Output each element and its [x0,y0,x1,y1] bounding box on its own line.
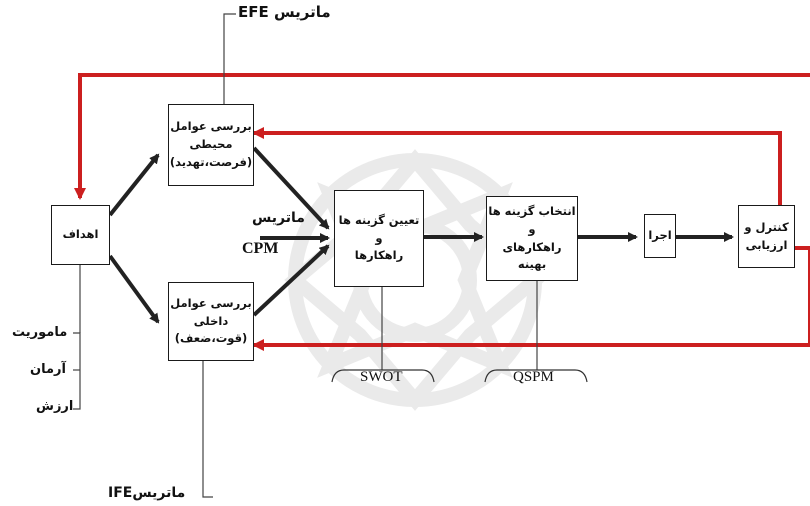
internal-line1: بررسی عوامل [170,295,252,310]
goals-label: اهداف [62,227,99,242]
feedback-loop-env [252,127,782,205]
select-options-box: انتخاب گزینه ها و راهکارهای بهینه [486,196,578,281]
env-line2: محیطی [189,137,233,152]
determine-options-box: تعیین گزینه ها و راهکارها [334,190,424,287]
select-line1: انتخاب گزینه ها [488,203,576,218]
control-line1: کنترل و [744,219,789,234]
determine-line2: و [375,230,383,245]
internal-factors-box: بررسی عوامل داخلی (قوت،ضعف) [168,282,254,361]
efe-matrix-label: ماتریس EFE [238,3,331,21]
control-line2: ارزیابی [745,237,788,252]
vision-label: آرمان [30,362,66,377]
execute-label: اجرا [648,228,672,243]
mission-label: ماموریت [12,325,68,340]
flow-arrows [108,146,734,324]
qspm-label: QSPM [513,369,554,385]
feedback-loop-outer [74,73,810,200]
select-line2: و [528,221,536,236]
control-evaluation-box: کنترل و ارزیابی [738,205,795,268]
swot-label: SWOT [360,369,403,385]
cpm-matrix-label-line1: ماتریس [252,210,305,226]
environmental-factors-box: بررسی عوامل محیطی (فرصت،تهدید) [168,104,254,186]
determine-line1: تعیین گزینه ها [338,212,420,227]
ife-matrix-label: ماتریسIFE [108,485,186,501]
qspm-bracket [484,369,588,383]
swot-bracket [331,369,435,383]
env-line3: (فرصت،تهدید) [169,154,253,169]
select-line3: راهکارهای بهینه [502,239,562,272]
values-label: ارزش [36,399,74,414]
feedback-loop-internal [252,246,810,351]
goals-box: اهداف [51,205,110,265]
internal-line2: داخلی [193,313,229,328]
cpm-matrix-label-line2: CPM [242,240,279,257]
connector-lines [73,13,538,498]
internal-line3: (قوت،ضعف) [174,331,248,346]
execute-box: اجرا [644,214,676,258]
env-line1: بررسی عوامل [170,119,252,134]
determine-line3: راهکارها [354,248,404,263]
